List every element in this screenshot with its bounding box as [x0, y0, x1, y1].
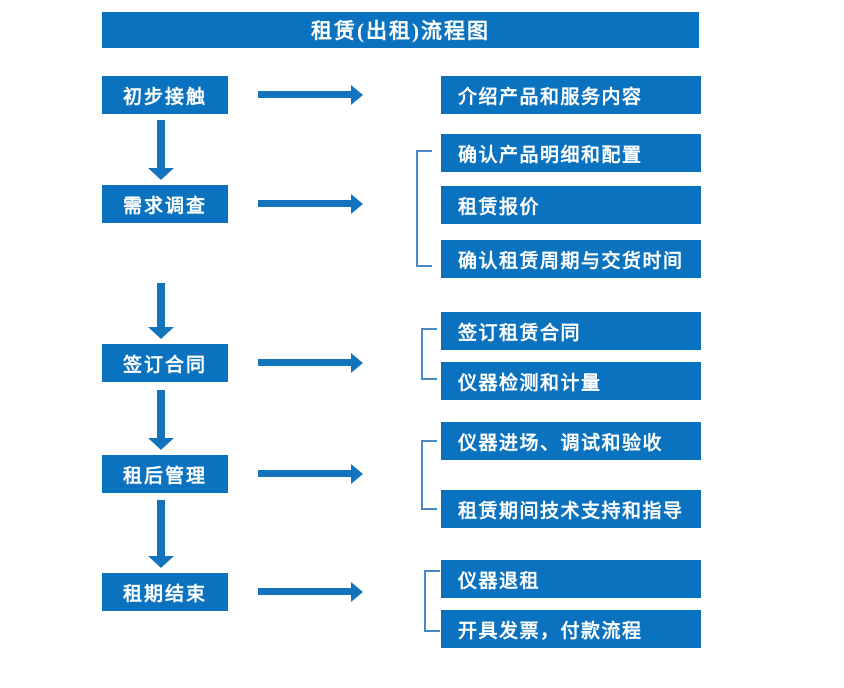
bracket-group-4 [421, 440, 437, 510]
flow-arrow-down-2 [148, 283, 174, 339]
link-arrow-right-3 [258, 353, 363, 373]
stage-box-初步接触[interactable]: 初步接触 [102, 76, 228, 114]
task-box-仪器退租[interactable]: 仪器退租 [441, 560, 701, 598]
stage-box-需求调查[interactable]: 需求调查 [102, 185, 228, 223]
task-box-开具发票付款流程[interactable]: 开具发票，付款流程 [441, 610, 701, 648]
task-box-租赁报价[interactable]: 租赁报价 [441, 186, 701, 224]
flow-arrow-down-1 [148, 120, 174, 180]
task-box-租赁期间技术支持和指导[interactable]: 租赁期间技术支持和指导 [441, 490, 701, 528]
arrow-head [351, 353, 363, 373]
arrow-head [351, 582, 363, 602]
arrow-head [351, 194, 363, 214]
arrow-shaft [157, 120, 165, 169]
link-arrow-right-4 [258, 464, 363, 484]
diagram-title: 租赁(出租)流程图 [102, 12, 699, 48]
arrow-shaft [258, 588, 352, 595]
bracket-group-3 [421, 328, 437, 380]
arrow-shaft [157, 500, 165, 557]
stage-box-租后管理[interactable]: 租后管理 [102, 455, 228, 493]
task-box-签订租赁合同[interactable]: 签订租赁合同 [441, 312, 701, 350]
arrow-shaft [258, 200, 352, 207]
task-box-仪器检测和计量[interactable]: 仪器检测和计量 [441, 362, 701, 400]
link-arrow-right-2 [258, 194, 363, 214]
flow-arrow-down-3 [148, 390, 174, 450]
arrow-shaft [157, 283, 165, 328]
arrow-shaft [258, 359, 352, 366]
arrow-shaft [258, 91, 352, 98]
arrow-head [148, 556, 174, 568]
task-box-介绍产品和服务内容[interactable]: 介绍产品和服务内容 [441, 76, 701, 114]
flow-arrow-down-4 [148, 500, 174, 568]
arrow-head [351, 85, 363, 105]
arrow-head [148, 438, 174, 450]
arrow-head [351, 464, 363, 484]
task-box-确认租赁周期与交货时间[interactable]: 确认租赁周期与交货时间 [441, 240, 701, 278]
arrow-shaft [157, 390, 165, 439]
link-arrow-right-1 [258, 85, 363, 105]
bracket-group-2 [416, 150, 432, 267]
bracket-group-5 [424, 570, 440, 632]
arrow-shaft [258, 470, 352, 477]
arrow-head [148, 168, 174, 180]
arrow-head [148, 327, 174, 339]
link-arrow-right-5 [258, 582, 363, 602]
task-box-确认产品明细和配置[interactable]: 确认产品明细和配置 [441, 134, 701, 172]
stage-box-租期结束[interactable]: 租期结束 [102, 573, 228, 611]
task-box-仪器进场调试和验收[interactable]: 仪器进场、调试和验收 [441, 422, 701, 460]
stage-box-签订合同[interactable]: 签订合同 [102, 344, 228, 382]
